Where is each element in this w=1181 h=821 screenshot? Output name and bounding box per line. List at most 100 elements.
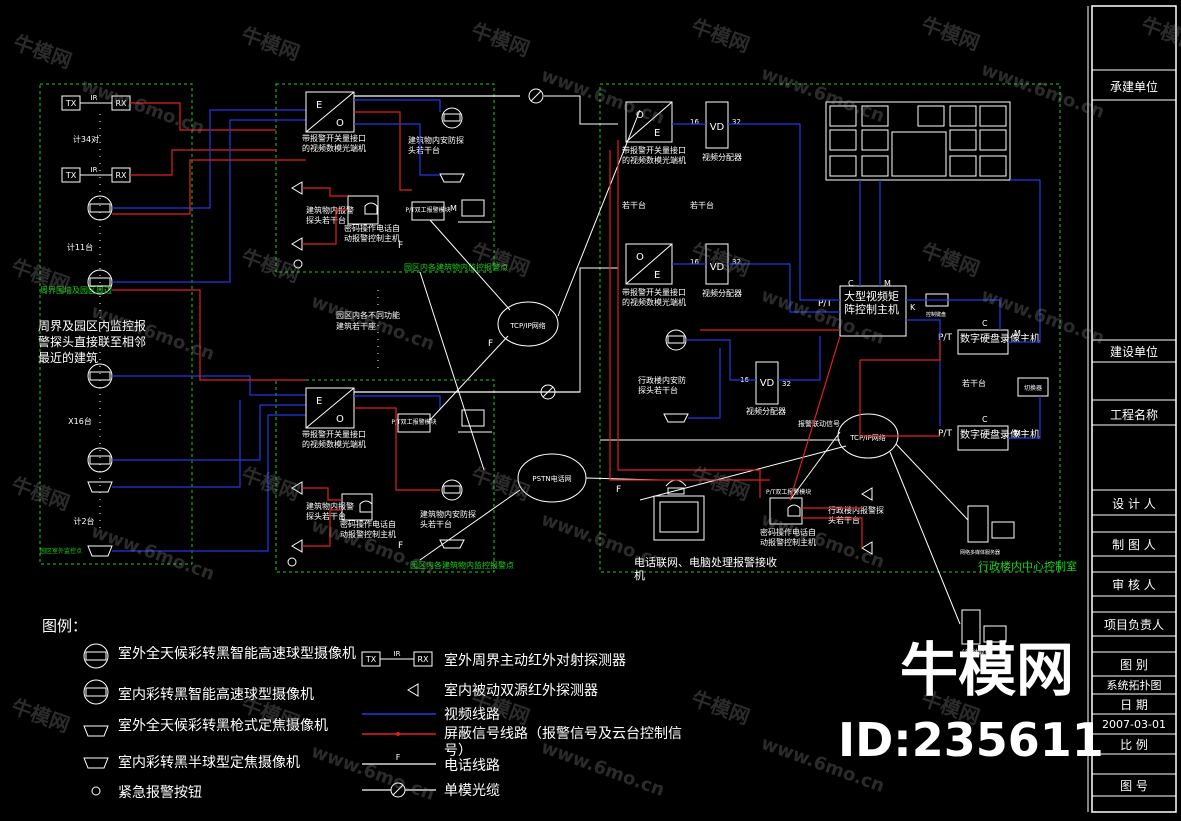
legend-item-shielded-line: 屏蔽信号线路（报警信号及云台控制信号）	[444, 726, 682, 759]
pt-label-upper: P/T双工报警模块	[405, 206, 450, 214]
rx-label-2: RX	[115, 171, 127, 180]
keyboard-label: 控制键盘	[926, 311, 946, 318]
indoor-detector-icon	[291, 181, 303, 251]
pstn-cloud: PSTN电话网	[532, 474, 571, 483]
legend-rx: RX	[417, 655, 429, 664]
legend-item-emergency-button: 紧急报警按钮	[118, 785, 202, 801]
watermark-brand-15: 牛模网	[688, 462, 753, 505]
title-row-date-value: 2007-03-01	[1102, 718, 1166, 731]
cc-pt-dvr2: P/T	[938, 429, 952, 439]
f-label-lower: F	[398, 541, 403, 551]
opt-o-lower: O	[336, 414, 344, 425]
title-row-drawing-number: 图 号	[1120, 779, 1148, 793]
watermark-big-brand: 牛模网	[900, 636, 1074, 704]
alarm-receiver-computer-icon	[653, 479, 705, 541]
pt-module-icon	[411, 201, 445, 221]
cc-opt-label-lower: 带报警开关量接口的视频数模光端机	[622, 288, 686, 307]
title-row-reviewer: 审 核 人	[1112, 577, 1156, 592]
cc-pt-label: P/T双工报警模块	[766, 488, 811, 496]
ir-label-2: IR	[91, 166, 98, 174]
cc-pt-matrix: P/T	[818, 299, 832, 309]
cc-vd-3: VD	[760, 378, 775, 389]
watermark-site-13: www.6mo.cn	[308, 741, 437, 805]
watermark-brand-13: 牛模网	[238, 462, 303, 505]
title-row-designer: 设 计 人	[1112, 497, 1156, 511]
cc-detector-label: 行政楼内报警探头若干台	[828, 506, 884, 525]
cc-splitter-1: 视频分配器	[702, 152, 742, 162]
watermark-brand-4: 牛模网	[688, 14, 753, 57]
green-building-lower: 园区内各建筑物内监控报警点	[410, 560, 514, 570]
building-block-lower: E O 带报警开关量接口的视频数模光端机 建筑物内报警探头若干台 密码操作电话自…	[287, 387, 580, 570]
title-row-scale: 比 例	[1120, 738, 1148, 752]
dvr-label-2: 数字硬盘录像主机	[960, 428, 1040, 441]
network-clouds: TCP/IP网络 PSTN电话网 TCP/IP网络 F F	[419, 88, 969, 625]
cc-vd-2: VD	[710, 262, 725, 273]
phone-icon	[364, 202, 378, 215]
cc-several-1: 若干台	[622, 200, 646, 210]
keypad-label-upper: 密码操作电话自动报警控制主机	[344, 224, 400, 243]
cc-splitter-2: 视频分配器	[702, 288, 742, 298]
legend-item-ir-beam: 室外周界主动红外对射探测器	[444, 652, 626, 669]
control-room-label: 行政楼内中心控制室	[978, 559, 1077, 573]
title-row-drafter: 制 图 人	[1112, 538, 1156, 552]
watermark-site-1: www.6mo.cn	[78, 75, 207, 139]
alarm-link-label: 报警联动信号	[798, 419, 840, 428]
count-bullet: X16台	[68, 416, 92, 426]
title-row-category-value: 系统拓扑图	[1107, 678, 1162, 692]
watermark-brand-9: 牛模网	[468, 238, 533, 281]
cc-pt-dvr1: P/T	[938, 333, 952, 343]
count-button: 计2台	[73, 516, 94, 526]
watermark-brand-2: 牛模网	[238, 22, 303, 65]
opt-o-upper: O	[336, 118, 344, 129]
legend-tx: TX	[365, 655, 377, 664]
watermark-id: ID:235611	[838, 713, 1104, 767]
watermark-brand-6: 牛模网	[1138, 12, 1181, 55]
f-net-2: F	[616, 485, 621, 495]
tx-label-2: TX	[65, 171, 77, 180]
switcher-label: 切换器	[1024, 384, 1042, 392]
cc-several-2: 若干台	[690, 200, 714, 210]
dvr-label-1: 数字硬盘录像主机	[960, 332, 1040, 345]
watermark-brand-10: 牛模网	[688, 238, 753, 281]
perimeter-note: 周界及园区内监控报警探头直接联至相邻最近的建筑	[38, 319, 146, 365]
matrix-host-label: 大型视频矩阵控制主机	[844, 290, 899, 316]
legend-f: F	[396, 753, 401, 762]
legend-item-outdoor-speed-dome: 室外全天候彩转黑智能高速球型摄像机	[118, 646, 356, 662]
opt-e-lower: E	[316, 396, 322, 407]
f-label-upper: F	[398, 241, 403, 251]
rx-label-1: RX	[115, 99, 127, 108]
title-row-category: 图 别	[1120, 658, 1148, 672]
legend-item-video-line: 视频线路	[444, 707, 500, 723]
watermark-brand-16: 牛模网	[8, 694, 73, 737]
watermark-brand-12: 牛模网	[8, 472, 73, 515]
emergency-button-icon	[293, 259, 303, 269]
watermark-brand-1: 牛模网	[10, 30, 75, 73]
opt-label-upper: 带报警开关量接口的视频数模光端机	[302, 134, 366, 153]
opt-e-upper: E	[316, 100, 322, 111]
computer-icon	[458, 199, 492, 223]
legend-item-fiber: 单模光缆	[444, 783, 500, 799]
cc-32-1: 32	[732, 118, 741, 126]
title-row-client: 建设单位	[1110, 344, 1158, 359]
f-net-1: F	[488, 339, 493, 349]
legend-item-phone-line: 电话线路	[444, 758, 500, 774]
opt-label-lower: 带报警开关量接口的视频数模光端机	[302, 430, 366, 449]
cc-opt-e-lower: E	[654, 270, 660, 281]
watermark-brand-3: 牛模网	[468, 18, 533, 61]
keypad-label-lower: 密码操作电话自动报警控制主机	[340, 520, 396, 539]
detector-label-lower: 建筑物内报警探头若干台	[306, 502, 354, 521]
green-building-upper: 园区内各建筑物内监控报警点	[404, 262, 508, 272]
watermark-brand-5: 牛模网	[918, 12, 983, 55]
green-note-perimeter: 周界围墙及园区周边	[40, 285, 112, 295]
cc-16-1: 16	[690, 118, 699, 126]
bullet-camera-icon	[87, 481, 113, 557]
detector-label-upper: 建筑物内报警探头若干台	[306, 206, 354, 225]
watermark-site-9: www.6mo.cn	[88, 521, 217, 585]
legend-item-indoor-half-dome: 室内彩转黑半球型定焦摄像机	[118, 754, 300, 771]
control-center: O E 带报警开关量接口的视频数模光端机 若干台 VD 16 32 视频分配器 …	[609, 101, 1077, 656]
watermark-site-2: www.6mo.cn	[538, 65, 667, 129]
title-row-date: 日 期	[1120, 698, 1148, 712]
green-note-outdoor: 园区室外监控点	[40, 547, 82, 555]
server-icon	[961, 505, 1015, 645]
